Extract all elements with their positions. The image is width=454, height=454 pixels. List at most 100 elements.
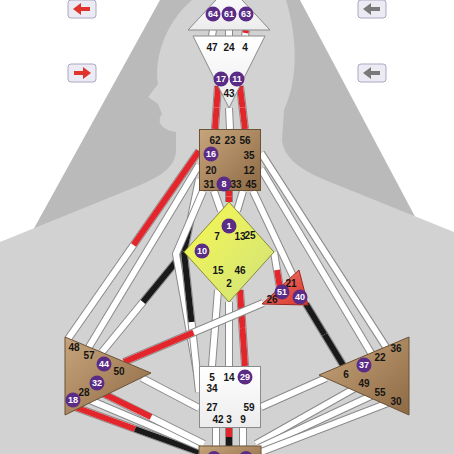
channel-body [226, 302, 232, 366]
gate-number: 45 [245, 179, 256, 190]
active-gate: 17 [214, 72, 229, 87]
channel-body [240, 86, 245, 129]
channel-outline [215, 86, 218, 129]
gate-number: 13 [234, 231, 245, 242]
energy-center: 622356163520123183345 [199, 129, 261, 191]
channel-line [184, 252, 199, 392]
channel-line [212, 30, 213, 36]
energy-center: 3622376495530 [316, 334, 412, 418]
channel-line [306, 304, 343, 365]
channel-outline [124, 303, 263, 362]
channel-outline [102, 252, 184, 352]
active-gate: 63 [239, 7, 254, 22]
channel-active [124, 333, 194, 363]
gate-number: 62 [209, 135, 220, 146]
channel-line [215, 86, 218, 129]
channel-line [240, 86, 245, 129]
channel-outline [225, 426, 233, 448]
active-gate: 10 [195, 244, 210, 259]
center-shape [65, 337, 151, 415]
energy-center: 514293427594239 [199, 366, 261, 428]
channel-line [261, 169, 371, 353]
channel-outline [240, 290, 245, 366]
gate-number: 34 [206, 383, 217, 394]
channel-body [245, 30, 246, 36]
channel-outline [184, 252, 199, 392]
channel-outline [225, 191, 233, 202]
nav-button [358, 0, 386, 18]
channel-line [213, 426, 219, 448]
channel-line [102, 252, 184, 352]
channel-body [240, 290, 245, 366]
channel-outline [214, 191, 221, 211]
active-gate: 16 [204, 147, 219, 162]
channel-outline [306, 304, 343, 365]
active-gate: 61 [222, 7, 237, 22]
nav-button [358, 64, 386, 82]
center-shape [193, 36, 265, 108]
channel-line [214, 191, 221, 211]
gate-number: 24 [223, 42, 234, 53]
gate-number: 20 [205, 165, 216, 176]
gate-number: 57 [83, 350, 94, 361]
channel-body [184, 252, 199, 392]
channel-body [226, 30, 232, 36]
channel-outline [212, 30, 213, 36]
energy-center: 47244171143 [193, 36, 265, 108]
channel-outline [261, 378, 326, 407]
channel-body [229, 108, 230, 129]
channel-line [124, 303, 263, 362]
nav-button [68, 0, 96, 18]
gate-number: 9 [240, 414, 246, 425]
channel-body [274, 252, 280, 288]
channel-active [226, 197, 232, 203]
channel-line [229, 30, 230, 36]
gate-number: 48 [68, 342, 79, 353]
channel-line [229, 302, 230, 366]
channel-body [261, 169, 371, 353]
channel-active [217, 86, 219, 108]
active-gate: 29 [238, 370, 253, 385]
gate-number: 33 [230, 179, 241, 190]
gate-number: 50 [113, 366, 124, 377]
channel-active [306, 304, 325, 335]
gate-marker [207, 451, 221, 454]
channel-body [214, 191, 221, 211]
channel-outline [237, 191, 243, 211]
center-shape [184, 202, 274, 302]
channel-active [325, 335, 344, 366]
energy-center: 48574450322818 [62, 334, 154, 418]
center-shape [200, 367, 261, 428]
channel-line [89, 165, 199, 347]
channel-line [142, 378, 199, 408]
channel-line [274, 252, 280, 288]
channel-outline [225, 302, 233, 366]
gate-number: 55 [374, 387, 385, 398]
channel-outline [245, 30, 246, 36]
arrow-icon [73, 3, 90, 15]
gate-number: 56 [239, 135, 250, 146]
channel-body [89, 165, 199, 347]
channel-active [215, 108, 217, 130]
center-shape [200, 130, 261, 191]
channel-outline [212, 426, 220, 448]
channel-body [212, 30, 213, 36]
arrow-icon [74, 67, 91, 79]
gate-number: 31 [203, 179, 214, 190]
gate-number: 14 [223, 372, 234, 383]
active-gate: 11 [230, 72, 245, 87]
active-gate: 40 [293, 290, 308, 305]
channel-outline [225, 30, 233, 36]
channel-body [261, 378, 326, 407]
channel-active [243, 328, 246, 366]
gate-number: 46 [234, 265, 245, 276]
center-shape [262, 270, 308, 305]
active-gate: 32 [90, 376, 105, 391]
gate-number: 3 [226, 414, 232, 425]
active-gate: 37 [357, 358, 372, 373]
gate-number: 4 [242, 42, 248, 53]
nav-button [68, 64, 96, 82]
gate-number: 42 [212, 414, 223, 425]
gate-number: 2 [226, 278, 232, 289]
